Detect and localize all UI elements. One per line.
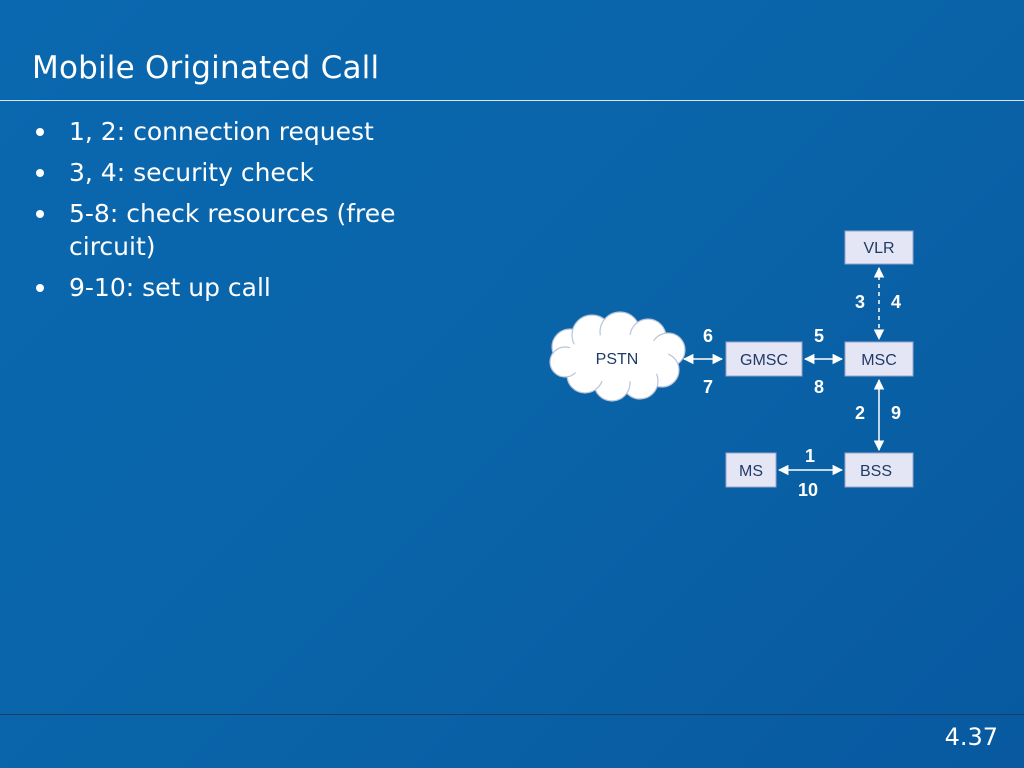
bullet-list: 1, 2: connection request 3, 4: security … <box>36 115 476 312</box>
step-label-2: 2 <box>855 403 865 423</box>
msc-label: MSC <box>861 352 897 369</box>
msc-node: MSC <box>844 341 914 377</box>
step-label-10: 10 <box>798 480 818 500</box>
step-label-3: 3 <box>855 292 865 312</box>
bullet-dot-icon <box>36 169 44 177</box>
gmsc-label: GMSC <box>740 352 788 369</box>
step-label-9: 9 <box>891 403 901 423</box>
step-label-4: 4 <box>891 292 901 312</box>
vlr-node: VLR <box>844 230 914 265</box>
bss-label: BSS <box>860 463 892 480</box>
bss-node: BSS <box>844 452 914 488</box>
bullet-text: 9-10: set up call <box>69 273 271 302</box>
step-label-7: 7 <box>703 377 713 397</box>
bullet-text: 5-8: check resources (free circuit) <box>69 199 396 261</box>
ms-label: MS <box>739 463 763 480</box>
step-label-8: 8 <box>814 377 824 397</box>
page-number: 4.37 <box>944 723 998 751</box>
gmsc-node: GMSC <box>725 341 803 377</box>
ms-node: MS <box>725 452 777 488</box>
bullet-dot-icon <box>36 284 44 292</box>
title-divider <box>0 100 1024 101</box>
bullet-item: 9-10: set up call <box>36 271 476 304</box>
step-label-1: 1 <box>805 446 815 466</box>
bullet-text: 1, 2: connection request <box>69 117 374 146</box>
bullet-item: 3, 4: security check <box>36 156 476 189</box>
bullet-dot-icon <box>36 128 44 136</box>
bullet-item: 1, 2: connection request <box>36 115 476 148</box>
bullet-item: 5-8: check resources (free circuit) <box>36 197 476 263</box>
footer-divider <box>0 714 1024 715</box>
pstn-cloud: PSTN <box>549 311 686 402</box>
step-label-6: 6 <box>703 326 713 346</box>
slide-title: Mobile Originated Call <box>32 50 380 86</box>
bullet-text: 3, 4: security check <box>69 158 315 187</box>
step-label-5: 5 <box>814 326 824 346</box>
pstn-label: PSTN <box>596 351 639 368</box>
bullet-dot-icon <box>36 210 44 218</box>
vlr-label: VLR <box>863 240 894 257</box>
